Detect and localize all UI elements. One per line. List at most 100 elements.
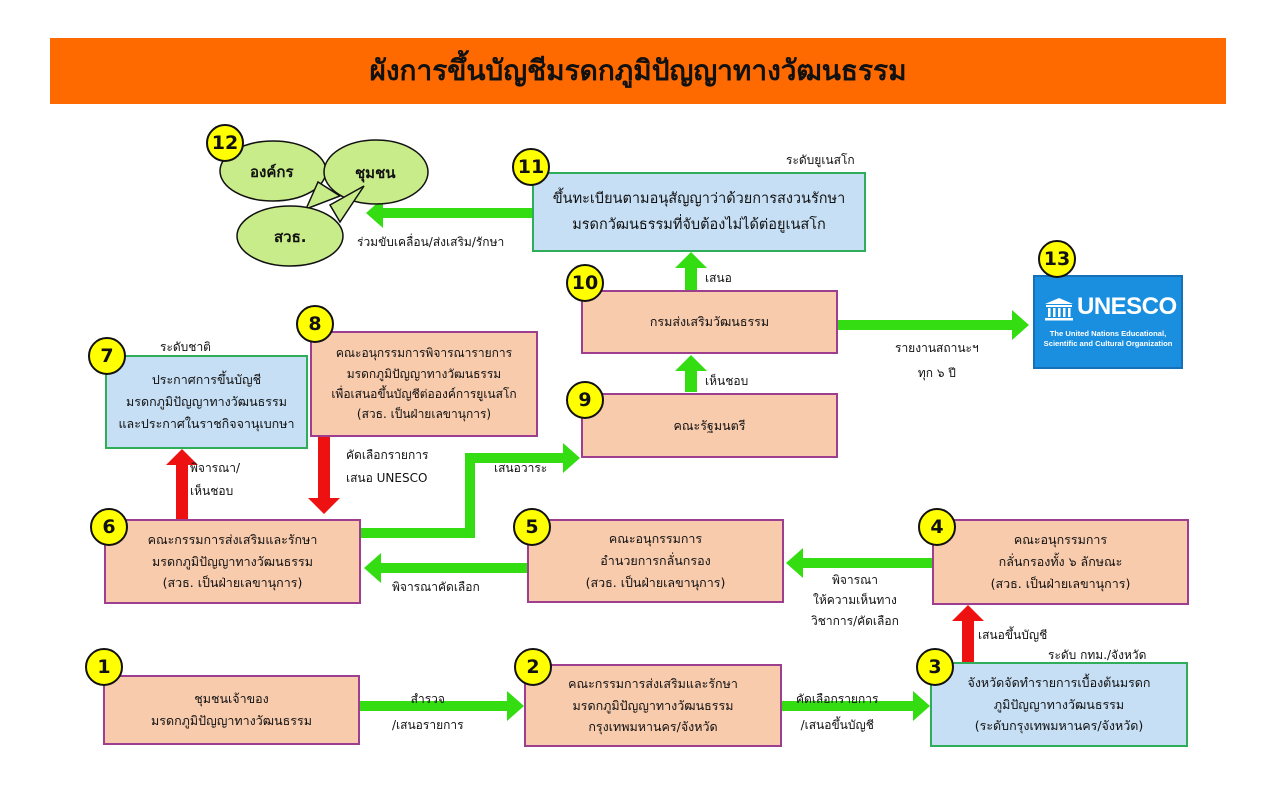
unesco-logo-box: UNESCO The United Nations Educational, S… (1033, 275, 1183, 369)
badge-step-1: 1 (85, 648, 123, 686)
bubble-label-community: ชุมชน (355, 164, 396, 182)
unesco-full-name: The United Nations Educational, Scientif… (1035, 329, 1181, 350)
step-3-line-2: ภูมิปัญญาทางวัฒนธรรม (993, 696, 1125, 712)
step-7-line-1: ประกาศการขึ้นบัญชี (151, 372, 262, 388)
arrow-10-to-13 (838, 310, 1029, 340)
badge-step-11: 11 (512, 148, 550, 186)
step-11-line-1: ขึ้นทะเบียนตามอนุสัญญาว่าด้วยการสงวนรักษ… (552, 190, 846, 207)
badge-step-13: 13 (1038, 240, 1076, 278)
step-3-line-1: จังหวัดจัดทำรายการเบื้องต้นมรดก (967, 674, 1151, 690)
step-11-line-2: มรดกวัฒนธรรมที่จับต้องไม่ได้ต่อยูเนสโก (572, 217, 826, 233)
badge-step-5: 5 (513, 508, 551, 546)
step-8-line-4: (สวธ. เป็นฝ่ายเลขานุการ) (356, 407, 492, 422)
label-arrow-8-6-line-1: คัดเลือกรายการ (346, 448, 429, 462)
step-10-box: กรมส่งเสริมวัฒนธรรม (581, 290, 838, 354)
badge-step-6: 6 (90, 508, 128, 546)
step-7-line-3: และประกาศในราชกิจจานุเบกษา (118, 415, 295, 431)
label-arrow-10-11: เสนอ (705, 271, 732, 285)
step-8-box: คณะอนุกรรมการพิจารณารายการ มรดกภูมิปัญญา… (310, 331, 538, 437)
page-title: ผังการขึ้นบัญชีมรดกภูมิปัญญาทางวัฒนธรรม (369, 54, 907, 87)
badge-step-8: 8 (296, 305, 334, 343)
temple-icon (1045, 298, 1073, 321)
badge-step-4: 4 (918, 508, 956, 546)
step-2-line-1: คณะกรรมการส่งเสริมและรักษา (568, 675, 738, 691)
label-arrow-11-12: ร่วมขับเคลื่อน/ส่งเสริม/รักษา (357, 235, 505, 249)
badge-step-10: 10 (566, 264, 604, 302)
step-9-line-1: คณะรัฐมนตรี (673, 417, 746, 433)
step-5-line-1: คณะอนุกรรมการ (608, 531, 703, 547)
step-1-line-1: ชุมชนเจ้าของ (194, 691, 269, 707)
step-6-line-1: คณะกรรมการส่งเสริมและรักษา (147, 531, 318, 547)
badge-step-7: 7 (88, 337, 126, 375)
level-provincial: ระดับ กทม./จังหวัด (1048, 648, 1147, 662)
step-7-line-2: มรดกภูมิปัญญาทางวัฒนธรรม (126, 394, 287, 410)
label-arrow-1-2: สำรวจ /เสนอรายการ (392, 686, 464, 739)
label-arrow-6-7-line-2: เห็นชอบ (190, 483, 234, 498)
arrow-5-to-6 (364, 553, 527, 583)
arrow-10-to-11 (675, 252, 707, 290)
step-4-line-3: (สวธ. เป็นฝ่ายเลขานุการ) (990, 575, 1131, 591)
step-11-box: ขึ้นทะเบียนตามอนุสัญญาว่าด้วยการสงวนรักษ… (532, 172, 866, 252)
unesco-name: UNESCO (1077, 293, 1177, 320)
label-arrow-10-13-line-1: รายงานสถานะฯ (895, 341, 979, 355)
step-1-line-2: มรดกภูมิปัญญาทางวัฒนธรรม (151, 713, 312, 728)
arrow-6-to-7 (166, 449, 198, 519)
step-8-line-1: คณะอนุกรรมการพิจารณารายการ (335, 346, 513, 361)
step-4-box: คณะอนุกรรมการ กลั่นกรองทั้ง ๖ ลักษณะ (สว… (932, 519, 1189, 605)
label-arrow-2-3-line-2: /เสนอขึ้นบัญชี (800, 718, 874, 733)
label-arrow-9-10: เห็นชอบ (705, 374, 749, 388)
label-arrow-10-13-line-2: ทุก ๖ ปี (917, 366, 956, 381)
arrow-6-to-9 (361, 443, 580, 538)
bubble-label-dcp: สวธ. (274, 228, 307, 246)
label-arrow-1-2-line-2: /เสนอรายการ (392, 718, 464, 733)
step-1-box: ชุมชนเจ้าของ มรดกภูมิปัญญาทางวัฒนธรรม (103, 675, 360, 745)
label-arrow-1-2-line-1: สำรวจ (410, 692, 445, 706)
step-8-line-2: มรดกภูมิปัญญาทางวัฒนธรรม (346, 366, 502, 381)
step-8-line-3: เพื่อเสนอขึ้นบัญชีต่อองค์การยูเนสโก (331, 387, 517, 401)
badge-step-3: 3 (916, 648, 954, 686)
arrow-9-to-10 (675, 355, 707, 392)
label-arrow-6-7: พิจารณา/ เห็นชอบ (190, 457, 240, 503)
step-7-box: ประกาศการขึ้นบัญชี มรดกภูมิปัญญาทางวัฒนธ… (105, 355, 308, 449)
step-5-box: คณะอนุกรรมการ อำนวยการกลั่นกรอง (สวธ. เป… (527, 519, 784, 603)
step-6-line-2: มรดกภูมิปัญญาทางวัฒนธรรม (152, 553, 313, 569)
badge-step-12: 12 (206, 124, 244, 162)
bubble-community (304, 139, 429, 211)
step-9-box: คณะรัฐมนตรี (581, 393, 838, 458)
step-3-line-3: (ระดับกรุงเทพมหานคร/จังหวัด) (974, 718, 1144, 734)
label-arrow-4-5-line-3: วิชาการ/คัดเลือก (811, 613, 899, 628)
step-2-line-3: กรุงเทพมหานคร/จังหวัด (588, 719, 718, 735)
arrow-2-to-3 (782, 691, 930, 721)
arrow-11-to-12 (366, 198, 532, 228)
label-arrow-8-6-line-2: เสนอ UNESCO (346, 470, 428, 485)
step-6-box: คณะกรรมการส่งเสริมและรักษา มรดกภูมิปัญญา… (104, 519, 361, 604)
level-national: ระดับชาติ (160, 340, 211, 354)
bubble-dcp (236, 185, 365, 267)
arrow-3-to-4 (952, 605, 984, 662)
badge-step-2: 2 (514, 648, 552, 686)
step-10-line-1: กรมส่งเสริมวัฒนธรรม (649, 314, 770, 330)
label-arrow-2-3: คัดเลือกรายการ /เสนอขึ้นบัญชี (796, 686, 878, 739)
step-3-box: จังหวัดจัดทำรายการเบื้องต้นมรดก ภูมิปัญญ… (930, 662, 1188, 747)
label-arrow-4-5-line-1: พิจารณา (831, 573, 878, 587)
label-arrow-2-3-line-1: คัดเลือกรายการ (796, 692, 879, 706)
label-arrow-3-4: เสนอขึ้นบัญชี (978, 628, 1048, 642)
step-6-line-3: (สวธ. เป็นฝ่ายเลขานุการ) (162, 575, 303, 591)
step-4-line-1: คณะอนุกรรมการ (1013, 532, 1108, 548)
label-arrow-4-5: พิจารณา ให้ความเห็นทาง วิชาการ/คัดเลือก (811, 570, 899, 631)
title-banner: ผังการขึ้นบัญชีมรดกภูมิปัญญาทางวัฒนธรรม (50, 38, 1226, 104)
arrow-4-to-5 (786, 548, 932, 578)
level-unesco: ระดับยูเนสโก (786, 153, 855, 167)
step-5-line-3: (สวธ. เป็นฝ่ายเลขานุการ) (585, 574, 726, 590)
label-arrow-4-5-line-2: ให้ความเห็นทาง (812, 593, 897, 608)
unesco-full-name-line-2: Scientific and Cultural Organization (1043, 339, 1173, 349)
badge-step-9: 9 (566, 381, 604, 419)
label-arrow-5-6: พิจารณาคัดเลือก (392, 580, 480, 594)
label-arrow-10-13: รายงานสถานะฯ ทุก ๖ ปี (895, 336, 979, 386)
label-arrow-6-7-line-1: พิจารณา/ (190, 461, 241, 475)
unesco-full-name-line-1: The United Nations Educational, (1049, 329, 1167, 338)
step-2-line-2: มรดกภูมิปัญญาทางวัฒนธรรม (572, 697, 734, 713)
step-5-line-2: อำนวยการกลั่นกรอง (600, 553, 711, 569)
label-arrow-6-9: เสนอวาระ (494, 461, 548, 475)
